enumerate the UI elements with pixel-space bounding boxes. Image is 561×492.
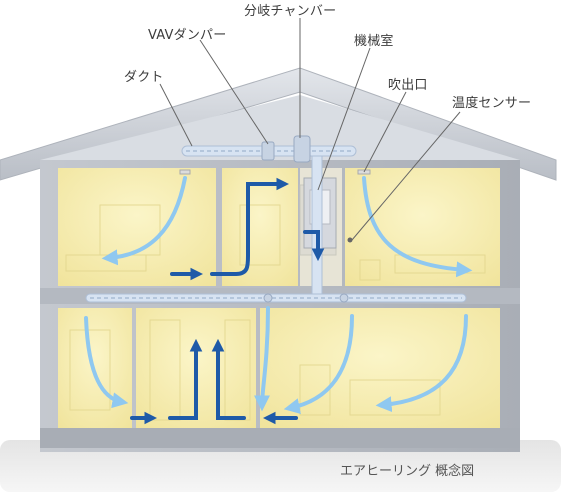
attic <box>40 95 520 160</box>
label-vav-damper: VAVダンパー <box>148 28 227 43</box>
return-flow-upper-2 <box>210 177 290 276</box>
return-flow-lower-mid-1 <box>168 338 203 420</box>
leader-lines <box>159 18 461 241</box>
supply-air-flows <box>84 176 473 414</box>
leader-duct <box>159 83 193 147</box>
supply-flow-upper-left <box>101 176 187 266</box>
temperature-sensor-dot <box>347 237 353 243</box>
label-temperature-sensor: 温度センサー <box>452 96 532 111</box>
return-flow-machine <box>303 230 325 262</box>
room-upper-right <box>345 168 500 286</box>
supply-flow-lower-middle-left <box>254 306 271 412</box>
diagram-caption: エアヒーリング 概念図 <box>340 464 475 479</box>
floor-duct <box>85 293 467 303</box>
attic-duct <box>181 135 357 163</box>
supply-flow-lower-left <box>84 316 129 409</box>
supply-flow-lower-right-1 <box>283 314 354 414</box>
leader-machine <box>317 47 371 191</box>
label-duct: ダクト <box>124 70 164 85</box>
leader-sensor <box>351 111 461 241</box>
supply-flow-lower-right-2 <box>375 314 468 413</box>
leader-outlet <box>363 91 407 173</box>
ground <box>0 440 561 492</box>
foundation <box>40 428 520 448</box>
return-air-flows <box>130 177 325 425</box>
label-branch-chamber: 分岐チャンバー <box>244 4 337 19</box>
label-outlet: 吹出口 <box>388 78 428 93</box>
label-machine-room: 機械室 <box>354 34 394 49</box>
vertical-duct <box>311 155 323 295</box>
leader-vav <box>199 39 269 145</box>
room-upper-left <box>58 168 216 286</box>
supply-flow-upper-right <box>362 176 473 278</box>
outlet-upper-left <box>179 169 191 175</box>
return-flow-lower-mid-2 <box>211 338 246 420</box>
